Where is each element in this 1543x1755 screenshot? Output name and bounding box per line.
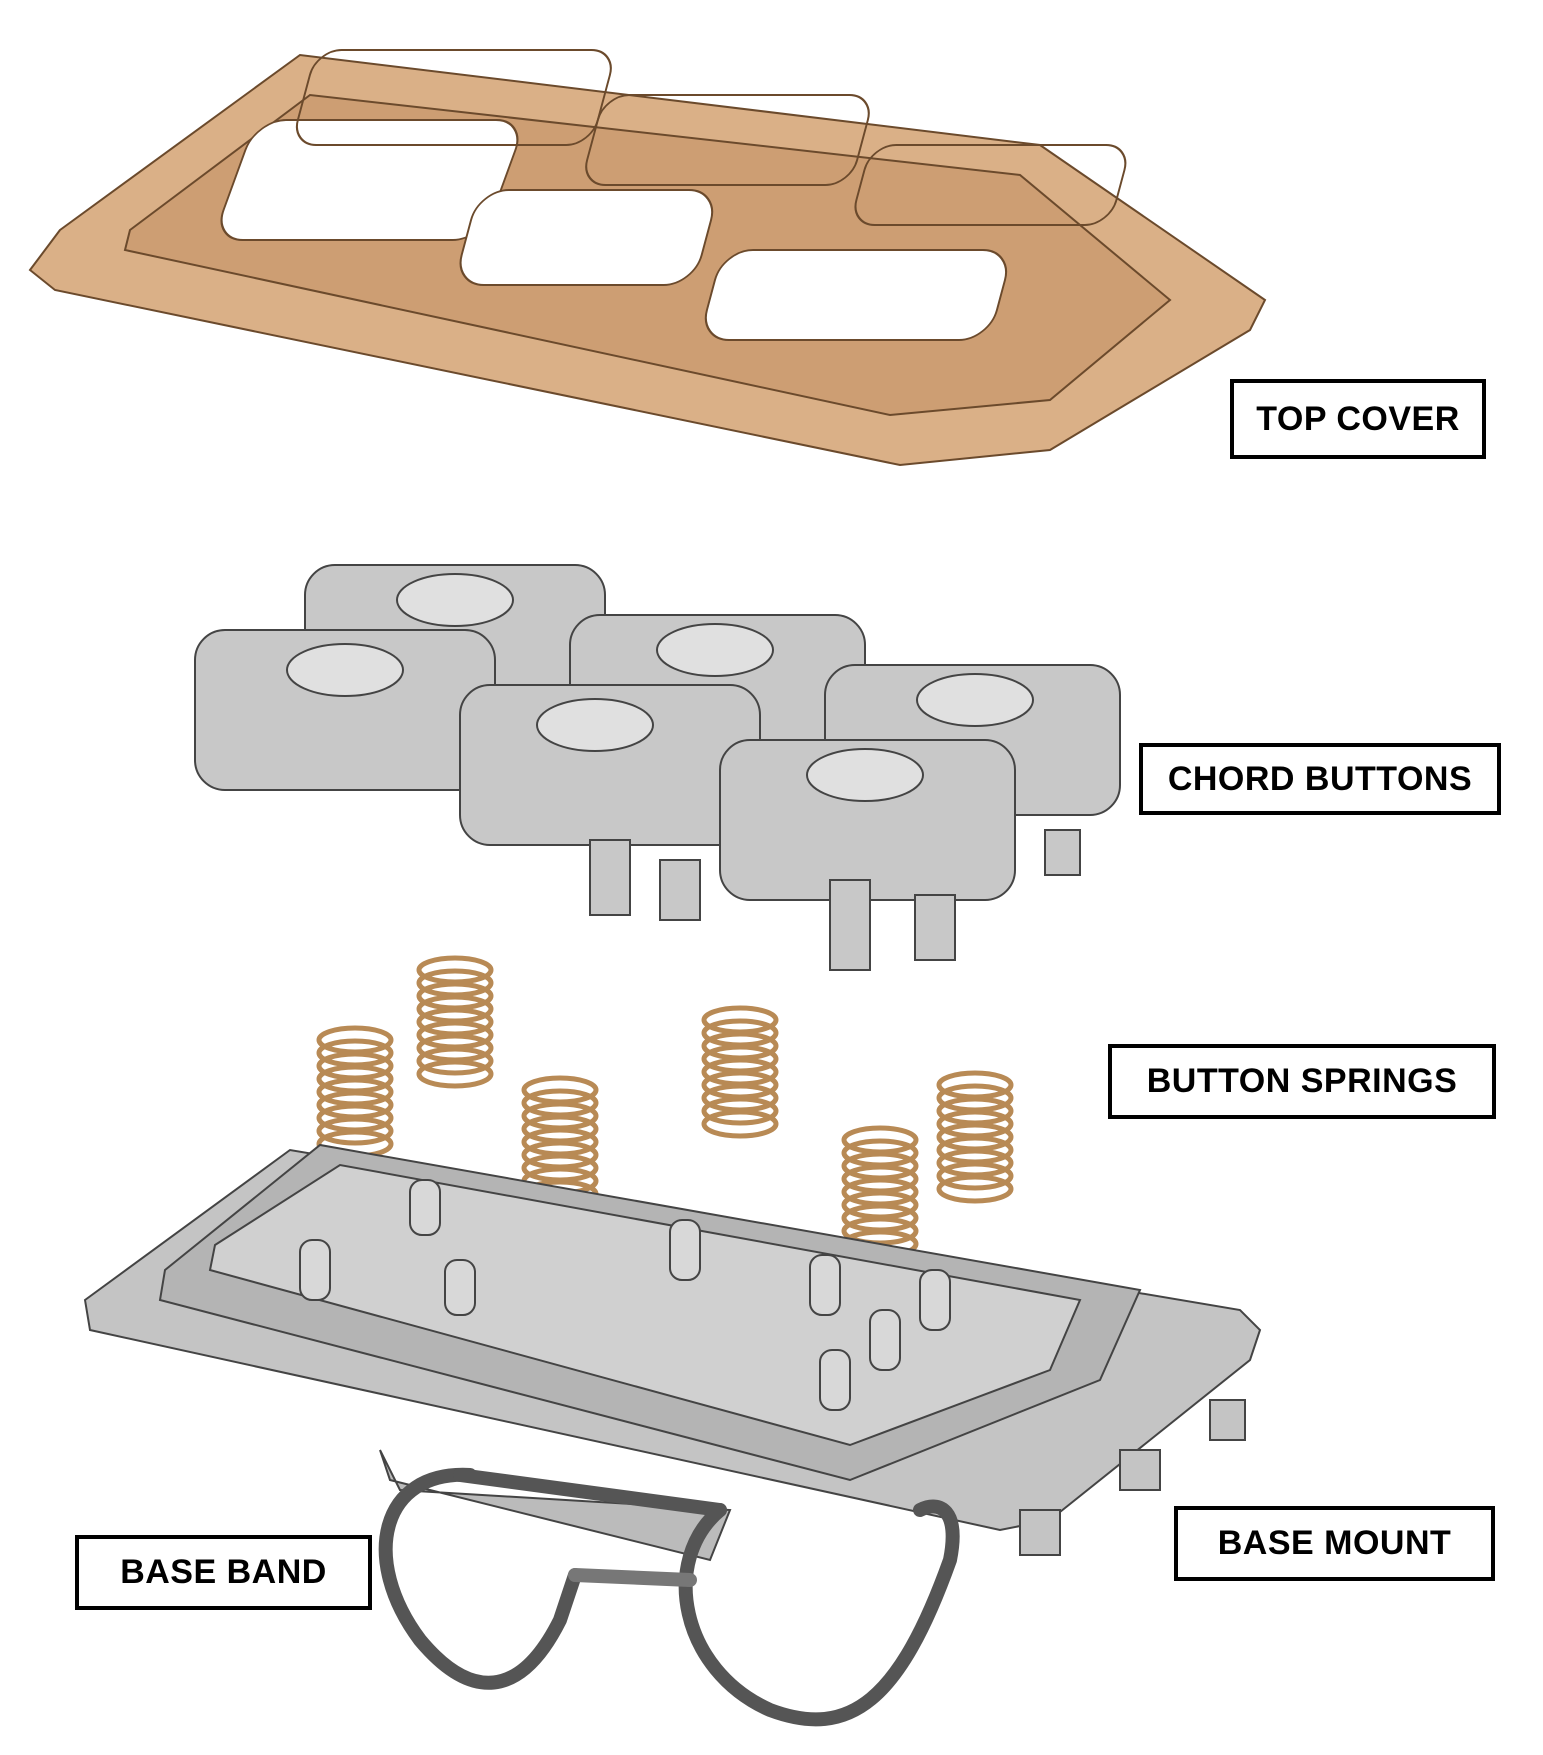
- chord-buttons-label: CHORD BUTTONS: [1139, 743, 1501, 815]
- button-springs-label: BUTTON SPRINGS: [1108, 1044, 1496, 1119]
- button-spring: [701, 1005, 779, 1139]
- button-spring: [936, 1070, 1014, 1204]
- button-spring: [841, 1125, 919, 1259]
- base-band-part: [378, 1467, 960, 1727]
- top-cover-part: [28, 49, 1267, 467]
- button-spring: [416, 955, 494, 1089]
- top-cover-label: TOP COVER: [1230, 379, 1486, 459]
- base-mount-label: BASE MOUNT: [1174, 1506, 1495, 1581]
- base-mount-part: [83, 1143, 1262, 1562]
- base-band-label: BASE BAND: [75, 1535, 372, 1610]
- button-spring: [316, 1025, 394, 1159]
- chord-buttons-part: [194, 564, 1121, 971]
